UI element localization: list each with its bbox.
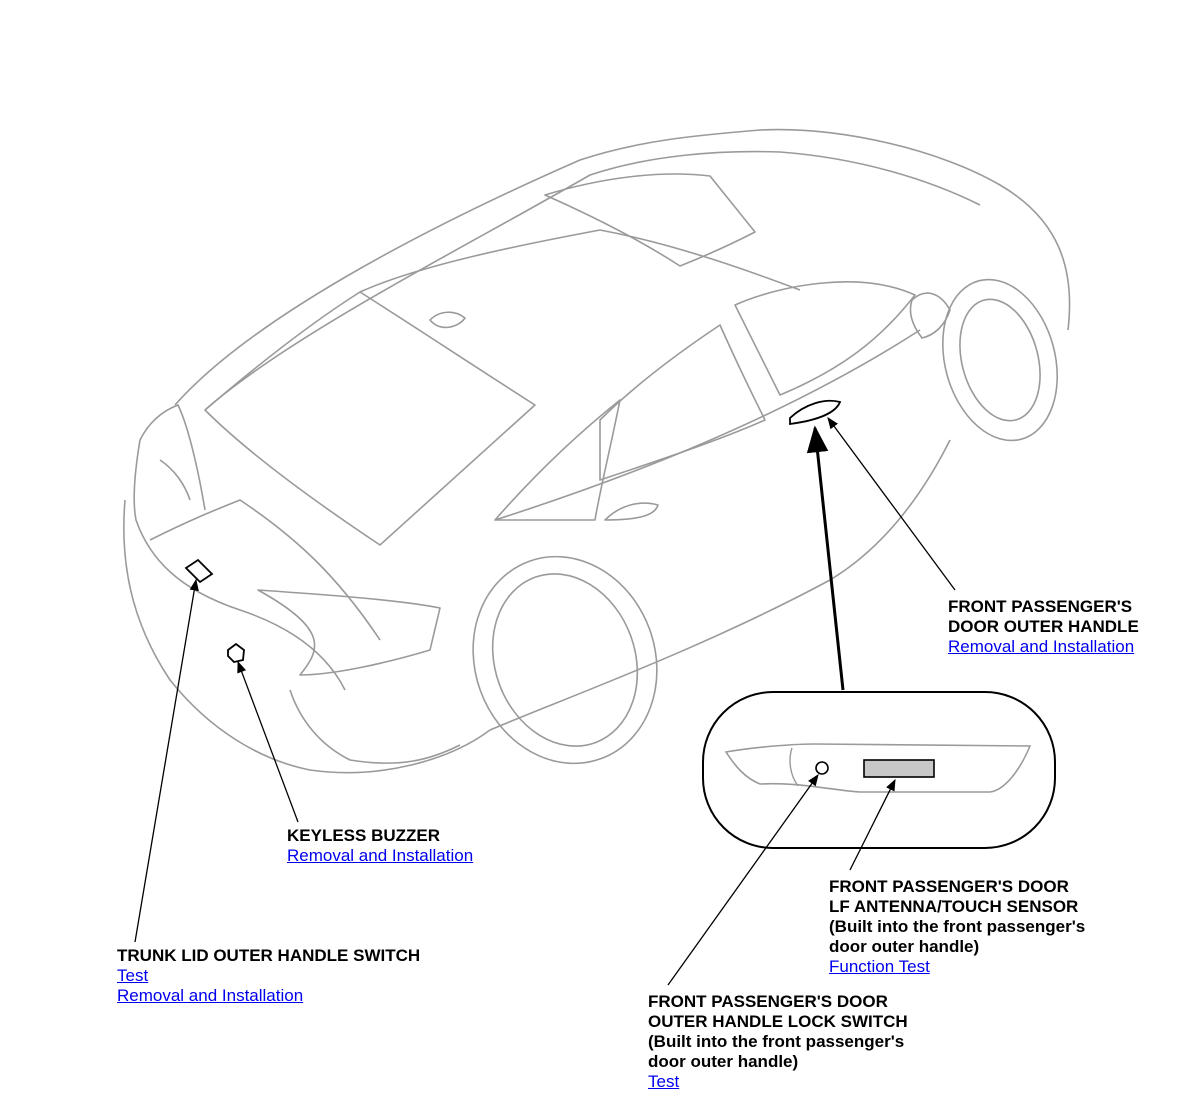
rear-door-handle xyxy=(604,502,659,521)
front-door-handle-title: FRONT PASSENGER'S DOOR OUTER HANDLE xyxy=(948,597,1139,636)
leader-buzzer xyxy=(237,660,299,823)
rear-wheel-arch xyxy=(472,555,658,765)
trunk-lid-switch-title: TRUNK LID OUTER HANDLE SWITCH xyxy=(117,946,421,965)
handle-inset xyxy=(702,691,1056,849)
rear-door-glass xyxy=(599,324,766,481)
buzzer-part xyxy=(227,642,245,663)
rear-quarter-glass xyxy=(494,399,621,521)
lower-body-line xyxy=(489,439,951,731)
rear-window-inner xyxy=(359,229,801,293)
leader-inset xyxy=(806,425,845,691)
front-door-handle-removal-link[interactable]: Removal and Installation xyxy=(948,637,1135,656)
keyless-buzzer-title: KEYLESS BUZZER xyxy=(287,826,441,845)
antenna-sensor-function-test-link[interactable]: Function Test xyxy=(829,957,930,976)
leader-front-handle xyxy=(827,417,956,591)
tail-light-right xyxy=(257,589,441,676)
callout-lock-switch: FRONT PASSENGER'S DOOR OUTER HANDLE LOCK… xyxy=(648,992,908,1092)
front-door-glass xyxy=(734,281,916,396)
front-wheel xyxy=(959,298,1041,422)
lock-switch-button xyxy=(815,761,829,775)
rear-spoiler xyxy=(139,404,206,511)
rear-window xyxy=(204,291,536,546)
trunk-switch-part xyxy=(184,558,214,584)
lock-switch-title: FRONT PASSENGER'S DOOR OUTER HANDLE LOCK… xyxy=(648,992,908,1071)
callout-keyless-buzzer: KEYLESS BUZZER Removal and Installation xyxy=(287,826,473,866)
antenna-sensor-pad xyxy=(863,759,935,778)
callout-front-door-handle: FRONT PASSENGER'S DOOR OUTER HANDLE Remo… xyxy=(948,597,1139,657)
roof-outline xyxy=(174,128,1071,406)
trunk-lid-switch-test-link[interactable]: Test xyxy=(117,966,149,985)
callout-antenna-sensor: FRONT PASSENGER'S DOOR LF ANTENNA/TOUCH … xyxy=(829,877,1085,977)
antenna-sensor-title: FRONT PASSENGER'S DOOR LF ANTENNA/TOUCH … xyxy=(829,877,1086,956)
leader-antenna xyxy=(849,778,896,871)
sunroof xyxy=(544,173,756,267)
rear-wheel xyxy=(491,573,639,747)
leader-lines xyxy=(134,417,956,986)
belt-line xyxy=(494,329,921,521)
trunk-lid-switch-removal-link[interactable]: Removal and Installation xyxy=(117,986,304,1005)
tail-light-left xyxy=(159,459,191,501)
callout-trunk-lid-switch: TRUNK LID OUTER HANDLE SWITCH Test Remov… xyxy=(117,946,420,1006)
car-body xyxy=(123,128,1071,774)
roof-mark xyxy=(429,311,466,329)
bumper-lower xyxy=(289,689,461,764)
front-wheel-arch xyxy=(941,278,1059,442)
front-door-handle-part xyxy=(789,399,842,426)
leader-lock-switch xyxy=(667,774,819,986)
leader-trunk-switch xyxy=(134,578,199,943)
lock-switch-test-link[interactable]: Test xyxy=(648,1072,680,1091)
rear-bumper xyxy=(123,499,491,774)
trunk-outline xyxy=(133,439,346,691)
side-mirror xyxy=(909,292,951,339)
components xyxy=(184,399,842,663)
roof-inner xyxy=(204,150,981,411)
keyless-buzzer-removal-link[interactable]: Removal and Installation xyxy=(287,846,474,865)
